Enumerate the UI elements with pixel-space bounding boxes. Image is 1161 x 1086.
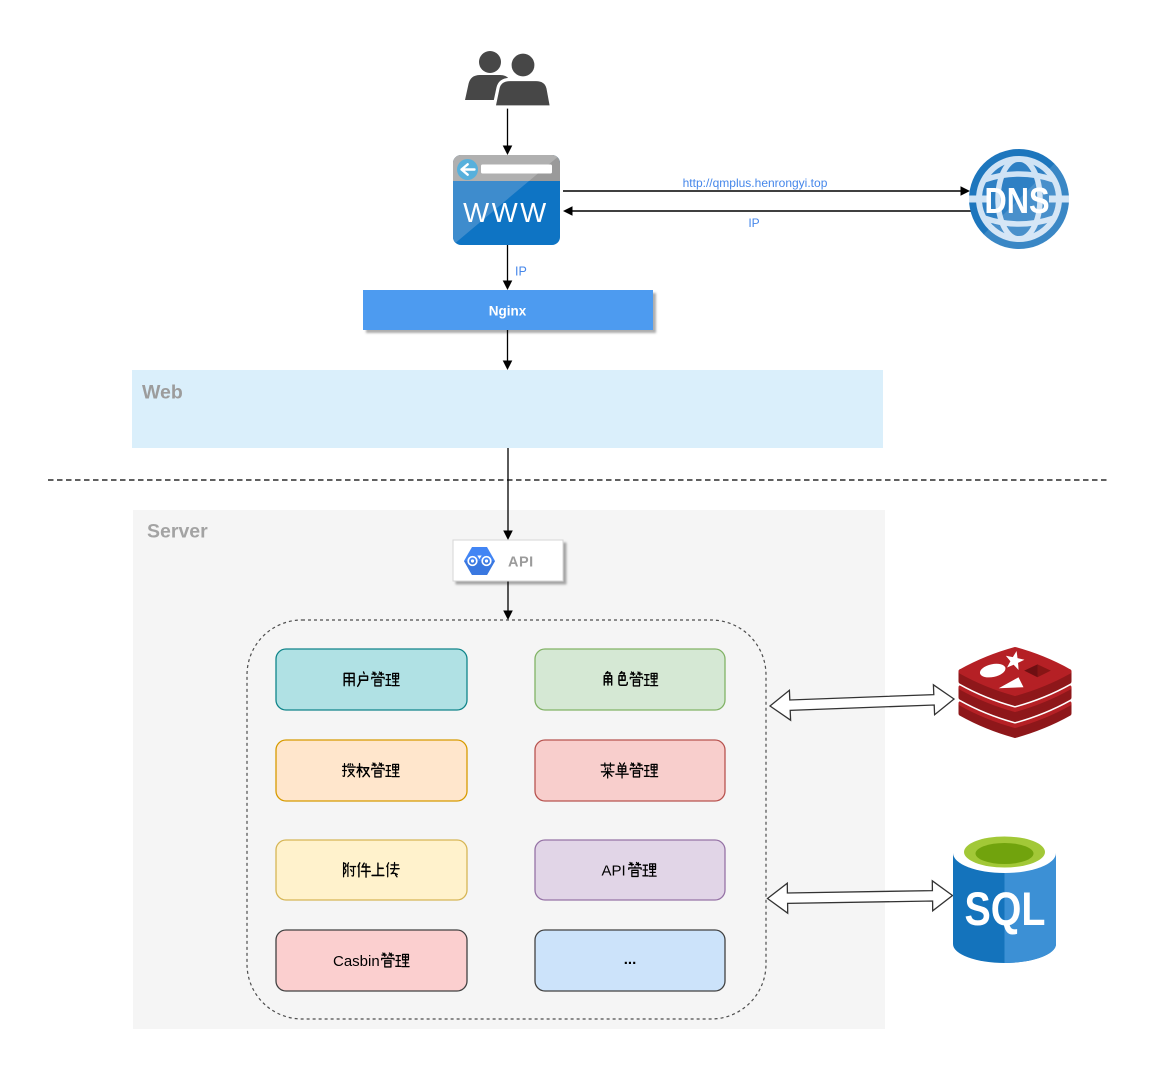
svg-text:API: API xyxy=(508,555,534,571)
svg-text:API: API xyxy=(602,863,626,880)
svg-text:IP: IP xyxy=(515,265,527,279)
svg-text:Web: Web xyxy=(142,382,183,404)
svg-text:Server: Server xyxy=(147,521,208,543)
svg-text:SQL: SQL xyxy=(965,883,1046,936)
svg-text:http://qmplus.henrongyi.top: http://qmplus.henrongyi.top xyxy=(683,176,828,190)
svg-text:Nginx: Nginx xyxy=(489,304,527,319)
svg-text:DNS: DNS xyxy=(985,180,1050,221)
svg-text:WWW: WWW xyxy=(463,197,549,228)
svg-text:IP: IP xyxy=(748,216,759,230)
svg-text:...: ... xyxy=(624,951,637,968)
svg-text:Casbin: Casbin xyxy=(333,953,380,970)
